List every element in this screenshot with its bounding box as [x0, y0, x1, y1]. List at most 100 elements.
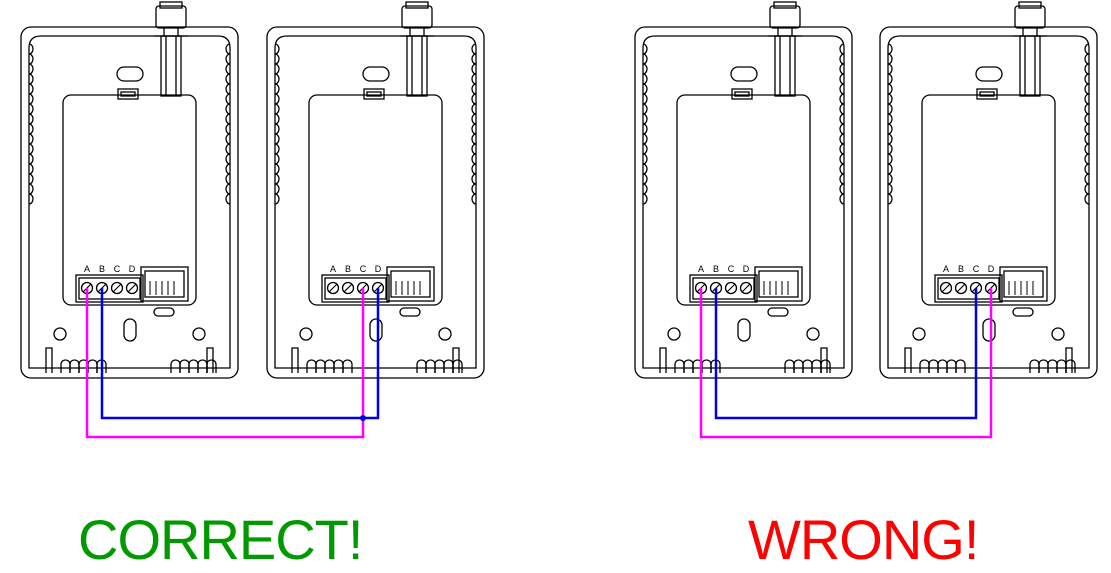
bottom-clip-left — [904, 347, 912, 373]
terminal-screw-d — [125, 281, 139, 295]
wires-layer — [85, 288, 993, 439]
wrong-pink-wire — [699, 288, 993, 439]
inner-frame — [887, 35, 1090, 369]
pcb-cutout — [921, 94, 1056, 306]
mount-hole-left — [299, 327, 313, 341]
terminal-label-a: A — [698, 264, 704, 274]
pcb-cutout — [308, 94, 443, 306]
bottom-bump — [197, 359, 208, 373]
bottom-bump — [784, 359, 795, 373]
terminal-label-a: A — [943, 264, 949, 274]
center-slot — [982, 318, 996, 342]
bottom-bump — [955, 359, 966, 373]
terminal-screw-a — [939, 281, 953, 295]
pipe-stem-inner — [1024, 36, 1036, 96]
vent-left — [28, 193, 34, 205]
top-tab — [976, 88, 998, 100]
terminal-screw-a — [326, 281, 340, 295]
terminal-housing — [321, 274, 390, 303]
vent-right — [471, 193, 477, 205]
connector-inner — [390, 270, 431, 298]
correct-verdict-label: CORRECT! — [78, 508, 363, 571]
connector-block — [754, 266, 803, 302]
correct-pink-wire — [85, 288, 365, 439]
mount-hole-right — [192, 327, 206, 341]
terminal-screw-d — [739, 281, 753, 295]
pipe-stem — [406, 35, 428, 97]
bottom-bump — [206, 359, 217, 373]
vent-left — [274, 193, 280, 205]
pipe-stem — [774, 35, 796, 97]
connector-block — [140, 266, 189, 302]
small-oval — [153, 307, 175, 317]
screw-slot — [726, 283, 736, 293]
top-tab — [117, 88, 139, 100]
outer-frame — [879, 26, 1098, 379]
top-tab — [363, 88, 385, 100]
terminal-housing — [934, 274, 1003, 303]
connector-block — [999, 266, 1048, 302]
bottom-bump — [342, 359, 353, 373]
terminal-housing-inner — [78, 277, 141, 300]
bottom-bump — [683, 359, 694, 373]
bottom-bump — [1056, 359, 1067, 373]
small-oval — [1012, 307, 1034, 317]
screw-slot — [741, 283, 751, 293]
bottom-bump — [1065, 359, 1076, 373]
connector-inner — [758, 270, 799, 298]
mount-hole-left — [53, 327, 67, 341]
top-knob — [769, 5, 801, 29]
top-knob-cap — [405, 1, 429, 9]
connector-inner — [1003, 270, 1044, 298]
bottom-bump — [69, 359, 80, 373]
top-knob-cap — [1018, 1, 1042, 9]
top-knob — [155, 5, 187, 29]
screw-slot — [127, 283, 137, 293]
vent-right — [225, 193, 231, 205]
top-tab — [731, 88, 753, 100]
vent-right — [839, 193, 845, 205]
wrong-blue-wire — [714, 288, 978, 420]
top-tab-inner — [366, 91, 382, 97]
mount-hole-right — [1051, 327, 1065, 341]
terminal-housing — [689, 274, 758, 303]
terminal-housing-inner — [324, 277, 387, 300]
bottom-bump — [1038, 359, 1049, 373]
top-oval-slot — [975, 66, 1003, 82]
top-oval-slot — [362, 66, 390, 82]
bottom-bump — [811, 359, 822, 373]
bottom-bump — [188, 359, 199, 373]
inner-frame — [274, 35, 477, 369]
top-knob-cap — [159, 1, 183, 9]
bottom-bump — [1047, 359, 1058, 373]
bottom-bump — [802, 359, 813, 373]
bottom-bump — [416, 359, 427, 373]
pipe-stem-inner — [165, 36, 177, 96]
terminal-label-b: B — [958, 264, 964, 274]
bottom-bump — [701, 359, 712, 373]
pipe-stem-inner — [411, 36, 423, 96]
small-oval — [399, 307, 421, 317]
mount-hole-right — [438, 327, 452, 341]
bottom-bump — [946, 359, 957, 373]
terminal-screw-c — [724, 281, 738, 295]
mount-hole-left — [912, 327, 926, 341]
terminal-label-d: D — [988, 264, 995, 274]
terminal-label-d: D — [743, 264, 750, 274]
top-knob — [1014, 5, 1046, 29]
outer-frame — [20, 26, 239, 379]
connector-inner — [144, 270, 185, 298]
bottom-bump — [1029, 359, 1040, 373]
mount-hole-right — [806, 327, 820, 341]
terminal-label-d: D — [129, 264, 136, 274]
bottom-clip-left — [291, 347, 299, 373]
terminal-label-c: C — [973, 264, 980, 274]
bottom-bump — [306, 359, 317, 373]
top-knob — [401, 5, 433, 29]
top-tab-inner — [120, 91, 136, 97]
